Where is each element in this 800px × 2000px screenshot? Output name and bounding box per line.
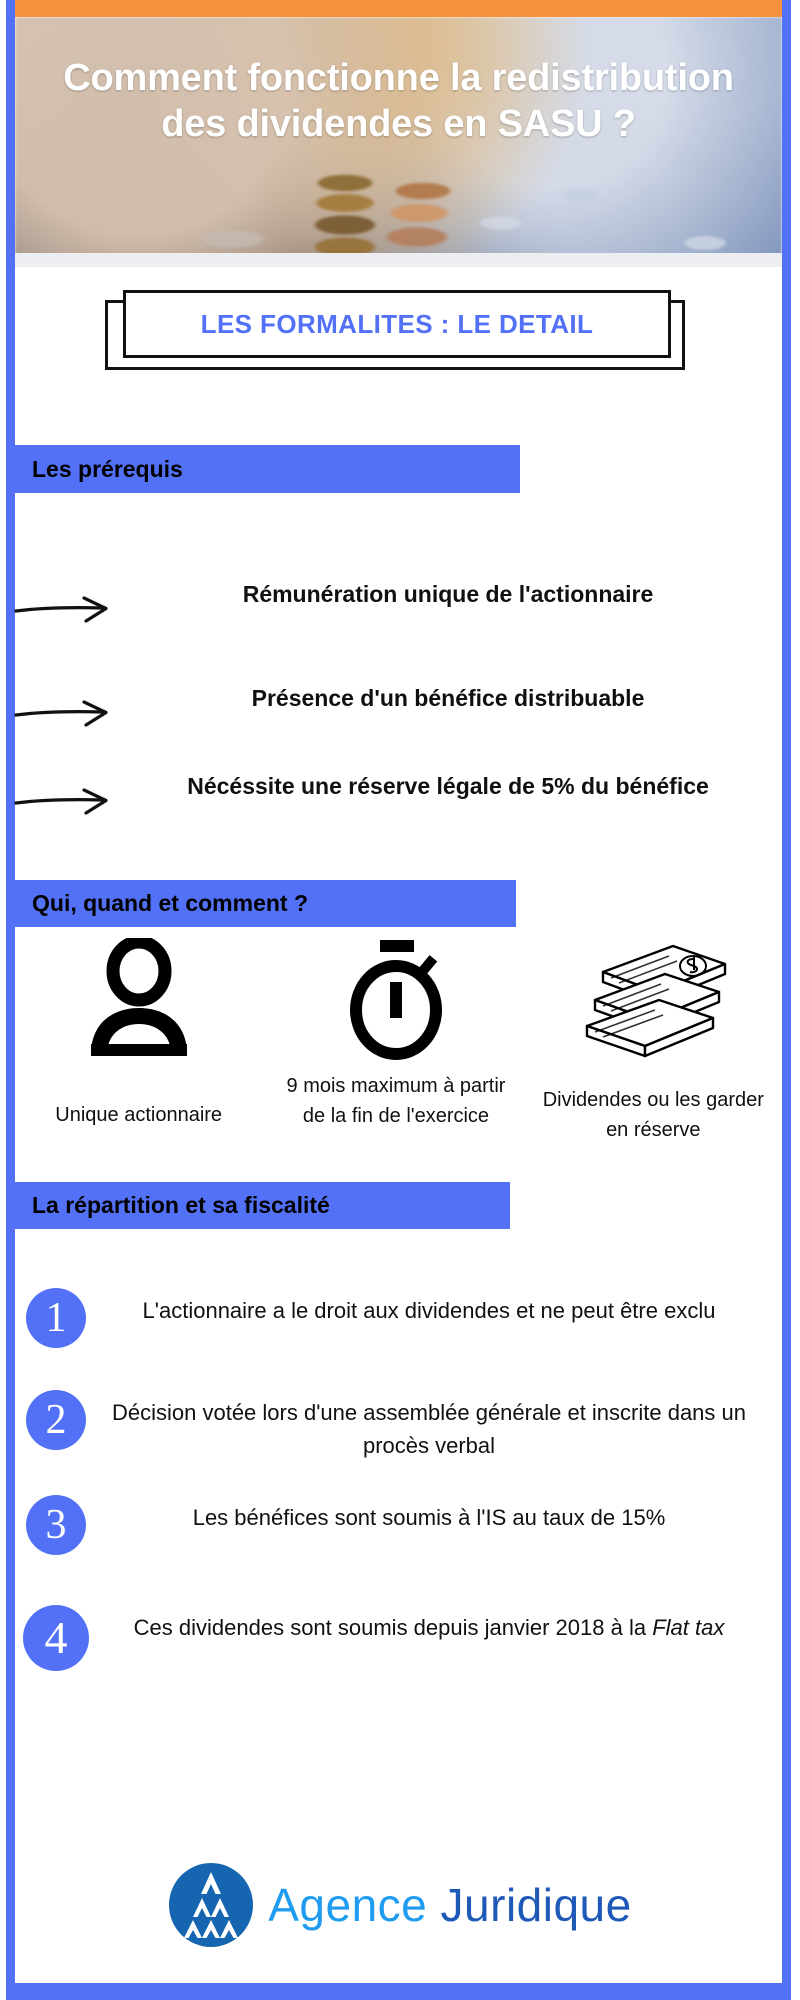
repartition-item: 4 Ces dividendes sont soumis depuis janv… — [10, 1605, 782, 1671]
brand-logo: Agence Juridique — [0, 1850, 800, 1960]
number-badge: 4 — [10, 1605, 102, 1671]
number-badge-value: 3 — [26, 1495, 86, 1555]
repartition-item-text-plain: Ces dividendes sont soumis depuis janvie… — [133, 1615, 653, 1640]
repartition-item: 1 L'actionnaire a le droit aux dividende… — [10, 1288, 782, 1348]
formalities-title: LES FORMALITES : LE DETAIL — [200, 308, 594, 339]
hero-coin-stacks — [15, 147, 782, 267]
triangle-pyramid-icon — [168, 1862, 254, 1948]
stopwatch-icon — [267, 930, 524, 1065]
prerequis-item: Présence d'un bénéfice distribuable — [10, 682, 782, 735]
person-icon — [10, 930, 267, 1065]
prerequis-item-text: Présence d'un bénéfice distribuable — [251, 685, 645, 711]
repartition-item-text: Ces dividendes sont soumis depuis janvie… — [102, 1605, 782, 1644]
arrow-right-icon — [10, 682, 128, 735]
brand-logo-word-second: Juridique — [440, 1879, 632, 1931]
money-stack-icon — [525, 930, 782, 1065]
repartition-item-text: Décision votée lors d'une assemblée géné… — [111, 1400, 746, 1458]
number-badge-value: 2 — [26, 1390, 86, 1450]
repartition-item: 2 Décision votée lors d'une assemblée gé… — [10, 1390, 782, 1462]
hero-bottom-strip — [15, 253, 782, 267]
number-badge-value: 4 — [23, 1605, 89, 1671]
left-border-accent — [6, 0, 15, 2000]
formalities-inner-border — [123, 290, 671, 358]
top-border-accent — [15, 0, 782, 17]
qui-quand-comment-caption: 9 mois maximum à partir de la fin de l'e… — [286, 1075, 506, 1127]
arrow-right-icon — [10, 578, 128, 631]
qui-quand-comment-row: Unique actionnaire 9 mois maximum à part… — [10, 930, 782, 1180]
repartition-item-text: L'actionnaire a le droit aux dividendes … — [142, 1298, 716, 1323]
right-border-accent — [782, 0, 791, 2000]
hero-banner: Comment fonctionne la redistribution des… — [15, 17, 782, 267]
repartition-item-text: Les bénéfices sont soumis à l'IS au taux… — [192, 1505, 666, 1530]
section-bar-prerequis: Les prérequis — [10, 445, 520, 493]
arrow-right-icon — [10, 770, 128, 823]
number-badge: 3 — [10, 1495, 102, 1555]
repartition-item: 3 Les bénéfices sont soumis à l'IS au ta… — [10, 1495, 782, 1555]
page-title: Comment fonctionne la redistribution des… — [63, 57, 734, 145]
qui-quand-comment-item: 9 mois maximum à partir de la fin de l'e… — [267, 930, 524, 1180]
number-badge: 2 — [10, 1390, 102, 1450]
section-bar-qui-quand-comment: Qui, quand et comment ? — [10, 880, 516, 927]
repartition-item-text-emphasis: Flat tax — [652, 1615, 725, 1640]
prerequis-item: Rémunération unique de l'actionnaire — [10, 578, 782, 631]
brand-logo-word-first: Agence — [268, 1879, 428, 1931]
prerequis-item-text: Rémunération unique de l'actionnaire — [242, 581, 654, 607]
bottom-border-accent — [15, 1983, 782, 2000]
qui-quand-comment-caption: Dividendes ou les garder en réserve — [542, 1089, 764, 1141]
prerequis-item: Nécéssite une réserve légale de 5% du bé… — [10, 770, 782, 823]
qui-quand-comment-item: Dividendes ou les garder en réserve — [525, 930, 782, 1180]
prerequis-item-text: Nécéssite une réserve légale de 5% du bé… — [187, 773, 709, 799]
qui-quand-comment-item: Unique actionnaire — [10, 930, 267, 1180]
number-badge: 1 — [10, 1288, 102, 1348]
section-bar-repartition: La répartition et sa fiscalité — [10, 1182, 510, 1229]
brand-logo-wordmark: Agence Juridique — [268, 1878, 631, 1932]
formalities-title-box: LES FORMALITES : LE DETAIL — [105, 290, 685, 370]
qui-quand-comment-caption: Unique actionnaire — [55, 1104, 223, 1126]
number-badge-value: 1 — [26, 1288, 86, 1348]
